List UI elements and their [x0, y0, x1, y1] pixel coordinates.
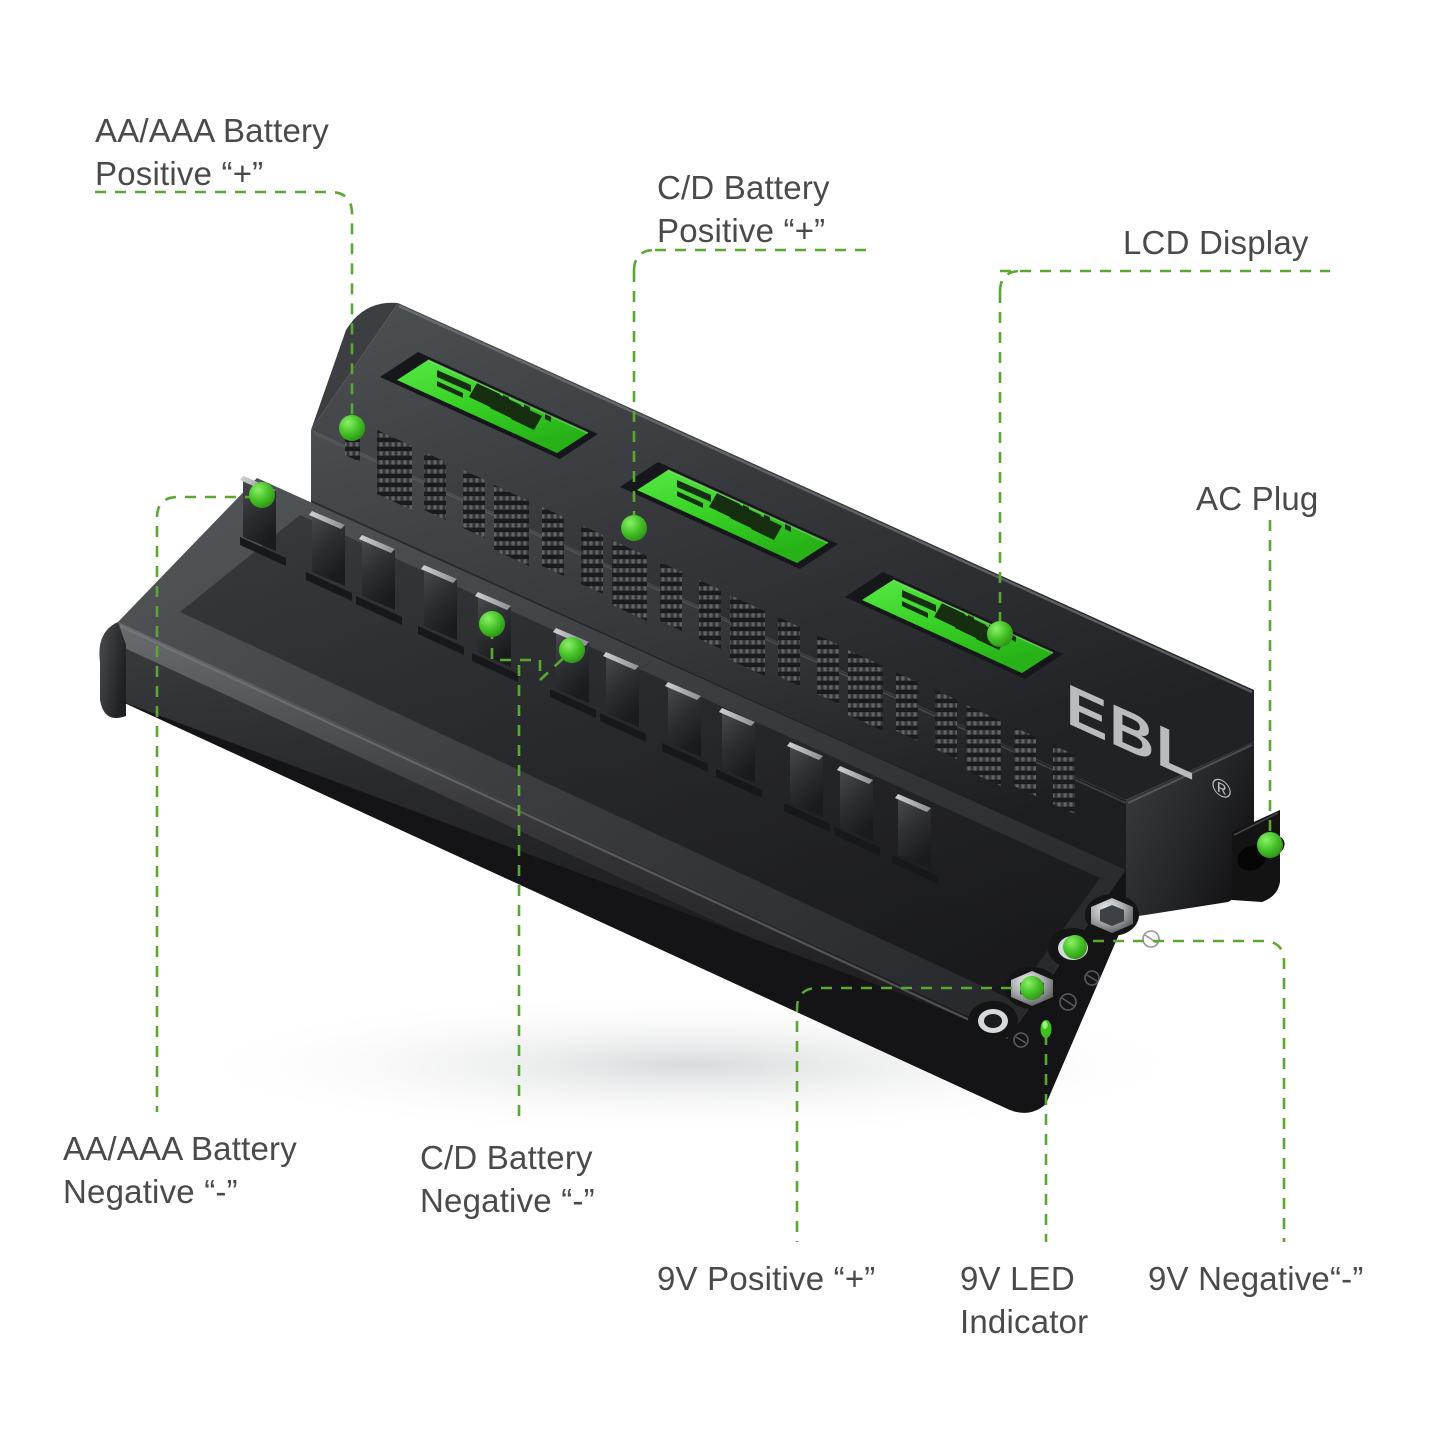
callout-dot-9v-negative — [1063, 935, 1087, 959]
positive-contact — [542, 507, 564, 576]
callout-line-group — [95, 190, 1330, 1242]
negative-contact-group — [240, 476, 938, 884]
positive-contact — [377, 430, 412, 510]
callout-label-lcd-display: LCD Display — [1123, 224, 1309, 261]
positive-contact — [935, 690, 957, 759]
negative-contact-plate — [306, 511, 352, 601]
lcd-display-3 — [845, 572, 1063, 679]
positive-contact — [612, 540, 647, 621]
lcd-display-1 — [380, 352, 598, 459]
positive-contact — [1053, 745, 1075, 814]
nine-volt-led-indicator — [1040, 1020, 1052, 1038]
callout-dot-cd-negative-b — [559, 637, 585, 663]
callout-label-9v-led: 9V LED Indicator — [960, 1260, 1089, 1340]
lcd-display-group — [380, 352, 1063, 679]
positive-contact — [699, 580, 721, 649]
positive-contact — [730, 595, 765, 676]
nine-volt-terminal-negative — [968, 1001, 1018, 1041]
positive-contact — [778, 617, 800, 686]
callout-label-ac-plug: AC Plug — [1196, 480, 1319, 517]
negative-contact-plate — [662, 682, 708, 772]
positive-contact — [848, 650, 883, 731]
positive-contact — [660, 562, 682, 631]
callout-label-aaa-negative: AA/AAA Battery Negative “-” — [63, 1130, 297, 1210]
callout-label-cd-negative: C/D Battery Negative “-” — [420, 1139, 595, 1219]
callout-label-9v-positive: 9V Positive “+” — [657, 1260, 876, 1297]
callout-dot-lcd-display — [987, 621, 1013, 647]
callout-label-cd-positive: C/D Battery Positive “+” — [657, 169, 830, 249]
negative-contact-plate — [834, 766, 880, 856]
callout-dot-aaa-positive — [339, 415, 365, 441]
callout-line-lcd-display — [998, 269, 1330, 628]
positive-contact — [1014, 727, 1036, 796]
callout-line-9v-negative — [1093, 939, 1286, 1242]
callout-line-aaa-positive — [95, 190, 354, 424]
positive-contact — [424, 452, 446, 520]
callout-line-cd-positive — [632, 248, 872, 520]
negative-contact-plate — [600, 652, 646, 742]
lcd-display-2 — [620, 462, 838, 569]
negative-contact-plate — [716, 708, 762, 798]
positive-contact — [817, 635, 839, 704]
callout-label-9v-negative: 9V Negative“-” — [1148, 1260, 1364, 1297]
positive-contact — [494, 485, 529, 566]
callout-line-9v-positive — [795, 986, 1032, 1242]
callout-dot-9v-positive — [1020, 976, 1044, 1000]
positive-contact — [896, 672, 918, 741]
callout-label-aaa-positive: AA/AAA Battery Positive “+” — [95, 112, 329, 192]
charger-tray — [99, 478, 1126, 1113]
callout-dot-ac-plug — [1257, 832, 1283, 858]
positive-contact — [966, 705, 1001, 786]
callout-dot-cd-positive — [621, 515, 647, 541]
positive-contact — [463, 470, 485, 538]
callout-line-cd-negative-link — [490, 628, 571, 683]
negative-contact-plate — [418, 565, 464, 655]
negative-contact-plate — [356, 535, 402, 625]
brand-registered-mark: ® — [1212, 770, 1232, 806]
nine-volt-terminal-positive — [1085, 894, 1139, 936]
positive-contact — [581, 525, 603, 594]
negative-contact-plate — [892, 794, 938, 884]
callout-dot-group — [249, 415, 1283, 1000]
callout-dot-cd-negative-a — [479, 611, 505, 637]
negative-contact-plate — [784, 742, 830, 832]
callout-dot-aaa-negative — [249, 482, 275, 508]
